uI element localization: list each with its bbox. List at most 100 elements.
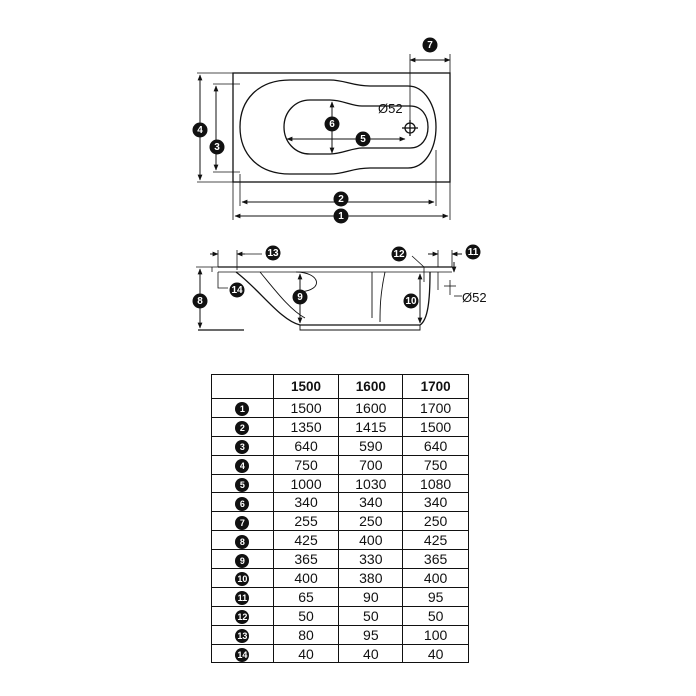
table-cell: 250 (338, 511, 404, 532)
row-marker-badge: 12 (235, 610, 250, 625)
row-marker-badge: 1 (235, 402, 250, 417)
svg-text:9: 9 (297, 292, 303, 303)
table-cell: 50 (272, 605, 340, 626)
row-marker-cell: 1 (211, 398, 274, 418)
svg-text:6: 6 (329, 119, 335, 130)
marker-4: 4 (192, 122, 208, 138)
top-view (197, 54, 451, 220)
row-marker-cell: 12 (211, 605, 274, 626)
row-marker-badge: 6 (235, 496, 250, 511)
table-cell: 1000 (272, 473, 340, 494)
table-cell: 700 (338, 454, 404, 475)
table-cell: 380 (338, 568, 404, 588)
tub-bottom-outline (283, 99, 429, 155)
table-cell: 425 (272, 530, 340, 551)
marker-5: 5 (355, 131, 371, 147)
row-marker-badge: 14 (235, 648, 250, 663)
table-cell: 1350 (272, 416, 340, 437)
tub-inner-outline (239, 79, 437, 175)
marker-3: 3 (209, 139, 225, 155)
table-cell: 255 (272, 511, 340, 532)
drain-diameter-label-side: Ø52 (462, 290, 487, 305)
row-marker-badge: 10 (235, 572, 250, 587)
row-marker-cell: 3 (211, 435, 274, 456)
table-cell: 1080 (402, 473, 469, 494)
row-marker-cell: 6 (211, 492, 274, 513)
table-cell: 1500 (272, 398, 340, 418)
side-view (196, 250, 462, 331)
table-cell: 50 (402, 605, 469, 626)
table-cell: 1415 (338, 416, 404, 437)
table-cell: 80 (272, 624, 340, 645)
row-marker-cell: 10 (211, 568, 274, 588)
bathtub-technical-drawing: Ø52 (192, 37, 487, 331)
table-cell: 640 (272, 435, 340, 456)
svg-text:8: 8 (197, 296, 203, 307)
svg-text:7: 7 (427, 40, 433, 51)
table-cell: 400 (338, 530, 404, 551)
svg-text:1: 1 (338, 211, 344, 222)
marker-13: 13 (265, 245, 281, 261)
table-cell: 1030 (338, 473, 404, 494)
row-marker-cell: 13 (211, 624, 274, 645)
table-corner-cell (211, 374, 274, 399)
table-cell: 425 (402, 530, 469, 551)
table-cell: 1700 (402, 398, 469, 418)
table-cell: 100 (402, 624, 469, 645)
svg-text:10: 10 (405, 296, 417, 307)
column-header: 1700 (402, 374, 469, 399)
marker-9: 9 (292, 289, 308, 305)
table-cell: 250 (402, 511, 469, 532)
table-cell: 365 (402, 549, 469, 570)
table-cell: 340 (338, 492, 404, 513)
svg-text:3: 3 (214, 142, 220, 153)
table-cell: 750 (272, 454, 340, 475)
table-cell: 590 (338, 435, 404, 456)
row-marker-cell: 9 (211, 549, 274, 570)
marker-14: 14 (229, 282, 245, 298)
row-marker-cell: 14 (211, 643, 274, 664)
svg-text:2: 2 (338, 194, 344, 205)
table-cell: 750 (402, 454, 469, 475)
table-cell: 330 (338, 549, 404, 570)
row-marker-badge: 11 (235, 591, 250, 606)
table-cell: 340 (402, 492, 469, 513)
row-marker-badge: 5 (235, 478, 250, 492)
row-marker-cell: 4 (211, 454, 274, 475)
marker-1: 1 (333, 208, 349, 224)
svg-text:5: 5 (360, 134, 366, 145)
marker-7: 7 (422, 37, 438, 53)
marker-6: 6 (324, 116, 340, 132)
table-cell: 65 (272, 586, 340, 607)
drain-diameter-label-top: Ø52 (378, 101, 403, 116)
svg-text:4: 4 (197, 125, 203, 136)
svg-text:14: 14 (231, 285, 243, 296)
marker-8: 8 (192, 293, 208, 309)
row-marker-badge: 8 (235, 534, 250, 549)
row-marker-badge: 4 (235, 459, 250, 474)
table-cell: 400 (272, 568, 340, 588)
table-cell: 365 (272, 549, 340, 570)
row-marker-cell: 5 (211, 473, 274, 494)
row-marker-cell: 11 (211, 586, 274, 607)
row-marker-badge: 9 (235, 553, 250, 568)
table-cell: 340 (272, 492, 340, 513)
table-cell: 1600 (338, 398, 404, 418)
marker-12: 12 (391, 246, 407, 262)
svg-text:12: 12 (393, 249, 405, 260)
column-header: 1600 (338, 374, 404, 399)
table-cell: 400 (402, 568, 469, 588)
